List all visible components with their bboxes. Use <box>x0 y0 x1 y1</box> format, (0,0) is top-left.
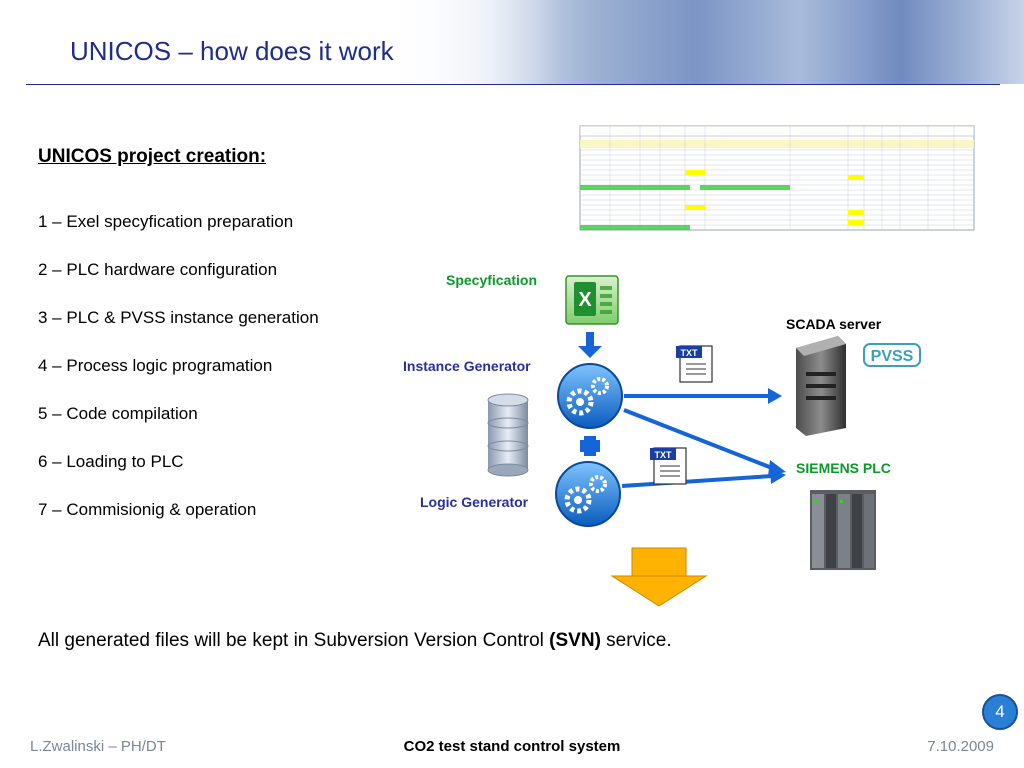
section-heading: UNICOS project creation: <box>38 146 267 167</box>
txt-label: TXT <box>681 348 699 358</box>
page-number-badge: 4 <box>982 694 1018 730</box>
step-item: 2 – PLC hardware configuration <box>38 260 278 279</box>
footer-date: 7.10.2009 <box>927 738 994 755</box>
step-item: 4 – Process logic programation <box>38 356 273 375</box>
step-item: 7 – Commisionig & operation <box>38 500 257 519</box>
plc-label: SIEMENS PLC <box>796 460 891 476</box>
txt-label: TXT <box>655 450 673 460</box>
database-icon <box>487 393 529 477</box>
title-divider <box>26 84 1000 85</box>
steps-list: 1 – Exel specyfication preparation 2 – P… <box>38 198 319 534</box>
plus-icon <box>580 436 600 456</box>
down-arrow-icon <box>578 332 602 358</box>
footer-author: L.Zwalinski – PH/DT <box>30 738 166 755</box>
step-item: 1 – Exel specyfication preparation <box>38 212 294 231</box>
arrow-to-scada <box>624 388 782 404</box>
page-title: UNICOS – how does it work <box>70 36 394 66</box>
svn-text-prefix: All generated files will be kept in Subv… <box>38 630 550 651</box>
instance-generator-label: Instance Generator <box>403 358 531 374</box>
plc-icon <box>810 490 876 570</box>
step-item: 6 – Loading to PLC <box>38 452 184 471</box>
footer-title: CO2 test stand control system <box>403 738 621 755</box>
svn-down-arrow <box>610 547 708 607</box>
logic-generator-gear-icon <box>555 461 621 527</box>
svg-text:X: X <box>578 289 592 311</box>
excel-icon: X <box>565 275 619 325</box>
header-banner-fade <box>0 0 560 84</box>
pvss-logo: PVSS <box>863 343 921 367</box>
pvss-logo-text: PVSS <box>871 348 914 365</box>
txt-file-icon: TXT <box>676 345 713 383</box>
svn-text-suffix: service. <box>600 630 672 651</box>
specification-label: Specyfication <box>446 272 538 288</box>
svn-text-bold: (SVN) <box>549 630 601 651</box>
svn-statement: All generated files will be kept in Subv… <box>38 630 672 652</box>
step-item: 5 – Code compilation <box>38 404 198 423</box>
instance-generator-gear-icon <box>557 363 623 429</box>
logic-generator-label: Logic Generator <box>420 494 529 510</box>
server-icon <box>796 336 846 436</box>
step-item: 3 – PLC & PVSS instance generation <box>38 308 319 327</box>
arrow-logic-to-plc <box>621 468 786 488</box>
scada-label: SCADA server <box>786 316 882 332</box>
arrow-instance-to-plc <box>623 408 786 476</box>
spreadsheet-thumbnail <box>579 125 975 231</box>
txt-file-icon: TXT <box>650 447 687 485</box>
